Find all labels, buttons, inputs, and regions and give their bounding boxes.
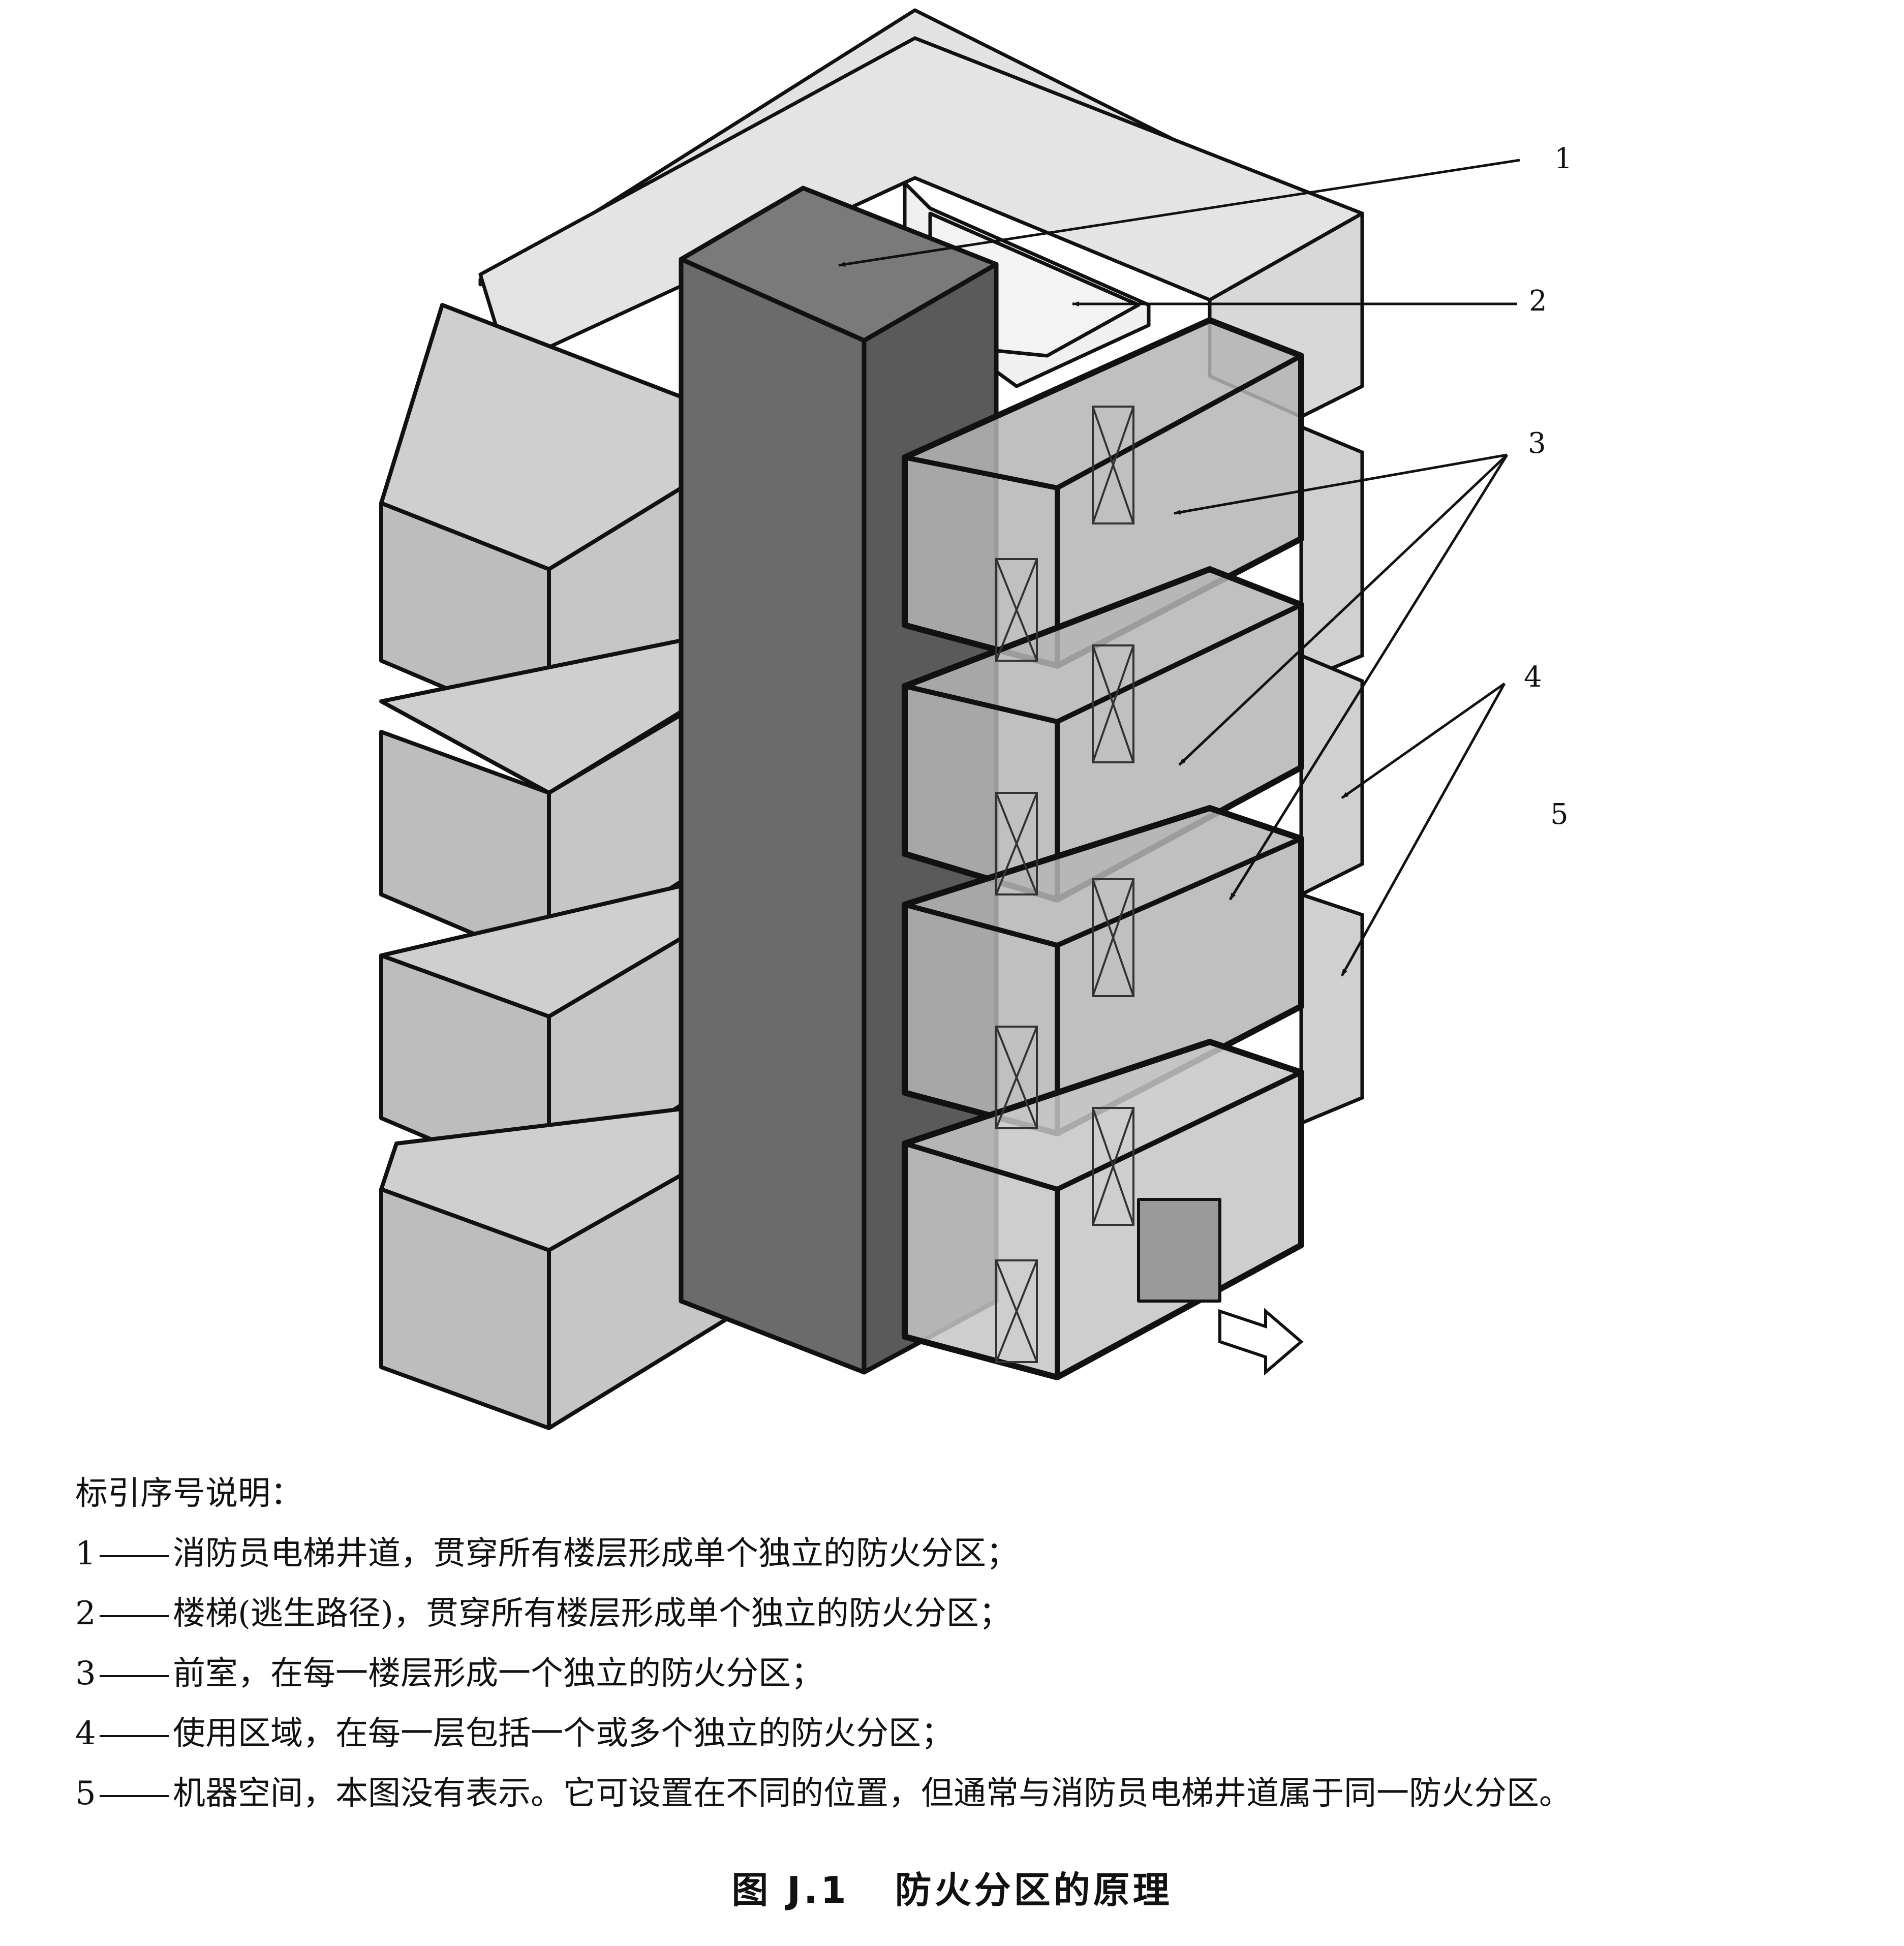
legend-item-text: 机器空间，本图没有表示。它可设置在不同的位置，但通常与消防员电梯井道属于同一防火…: [173, 1775, 1572, 1812]
usage-wing-right-1: [1299, 424, 1364, 684]
right-usage-wings: [1299, 424, 1364, 1126]
doors: [995, 406, 1134, 1363]
legend-item-number: 4: [75, 1715, 96, 1752]
usage-wing-right-3: [1299, 892, 1364, 1126]
legend-dash: [97, 1524, 173, 1584]
legend-item-text: 楼梯(逃生路径)，贯穿所有楼层形成单个独立的防火分区；: [173, 1595, 1011, 1632]
exit-arrow-icon: [1218, 1308, 1304, 1376]
leader-line-3c: [1229, 454, 1509, 901]
leader-line-3b: [1178, 454, 1508, 766]
lobbies: [902, 317, 1304, 1380]
legend-item-number: 2: [75, 1595, 96, 1632]
callout-number-4: 4: [1524, 661, 1542, 694]
leader-line-4a: [1341, 682, 1506, 799]
leader-line-4b: [1340, 683, 1506, 977]
door-marker: [1092, 1107, 1134, 1226]
door-marker: [1092, 644, 1134, 763]
legend-item: 3 前室，在每一楼层形成一个独立的防火分区；: [75, 1644, 1854, 1704]
figure-title: 防火分区的原理: [895, 1869, 1173, 1911]
usage-wing-right-2: [1299, 653, 1364, 898]
door-marker: [995, 558, 1038, 662]
legend-item: 2 楼梯(逃生路径)，贯穿所有楼层形成单个独立的防火分区；: [75, 1584, 1854, 1644]
legend-item: 5 机器空间，本图没有表示。它可设置在不同的位置，但通常与消防员电梯井道属于同一防…: [75, 1764, 1854, 1824]
legend-item-number: 1: [75, 1535, 96, 1572]
door-marker: [995, 792, 1038, 895]
legend-item-number: 3: [75, 1655, 96, 1692]
fire-compartment-diagram: [379, 8, 1520, 1430]
legend-dash: [97, 1704, 173, 1764]
door-marker: [1092, 878, 1134, 997]
callout-number-2: 2: [1529, 285, 1547, 318]
door-marker: [995, 1026, 1038, 1129]
legend-dash: [97, 1644, 173, 1704]
lobby-floor-4: [902, 1039, 1304, 1380]
legend-dash: [97, 1584, 173, 1644]
leader-line-3a: [1174, 453, 1508, 515]
figure-number: 图 J.1: [731, 1869, 849, 1911]
door-marker: [1092, 406, 1134, 524]
callout-number-5: 5: [1550, 798, 1569, 831]
lift-shaft-front: [679, 257, 867, 1375]
legend-item-text: 前室，在每一楼层形成一个独立的防火分区；: [173, 1655, 823, 1692]
legend-item: 1 消防员电梯井道，贯穿所有楼层形成单个独立的防火分区；: [75, 1524, 1854, 1584]
door-marker: [995, 1259, 1038, 1363]
legend: 标引序号说明： 1 消防员电梯井道，贯穿所有楼层形成单个独立的防火分区； 2 楼梯(…: [75, 1464, 1854, 1824]
callout-number-1: 1: [1554, 142, 1573, 175]
legend-dash: [97, 1764, 173, 1824]
legend-item: 4 使用区域，在每一层包括一个或多个独立的防火分区；: [75, 1704, 1854, 1764]
legend-item-text: 消防员电梯井道，贯穿所有楼层形成单个独立的防火分区；: [173, 1535, 1019, 1572]
legend-item-number: 5: [75, 1775, 96, 1812]
leader-line-1: [838, 159, 1520, 267]
callout-number-3: 3: [1528, 427, 1546, 460]
leader-lines: [838, 159, 1520, 977]
figure-caption: 图 J.1 防火分区的原理: [0, 1860, 1904, 1913]
legend-item-text: 使用区域，在每一层包括一个或多个独立的防火分区；: [173, 1715, 954, 1752]
legend-heading: 标引序号说明：: [75, 1475, 303, 1512]
